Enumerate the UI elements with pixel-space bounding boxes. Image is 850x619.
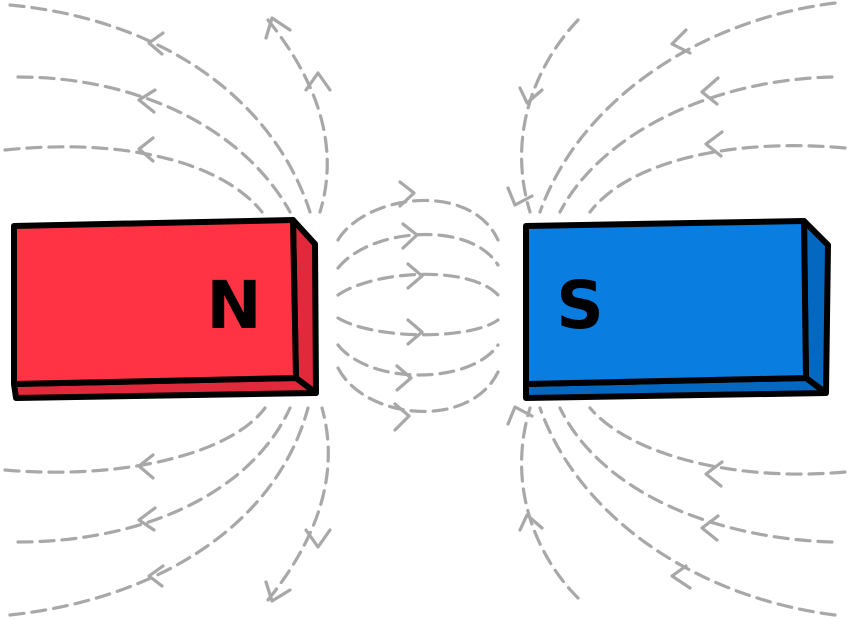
arrow-down-icon (518, 86, 544, 105)
south-magnet: S (523, 218, 831, 401)
center-field-lines (336, 198, 500, 413)
field-line (8, 406, 310, 617)
arrow-left-icon (700, 76, 720, 106)
field-line (8, 3, 312, 214)
arrow-up-icon (506, 405, 534, 426)
arrow-down-icon (506, 186, 534, 207)
field-line (588, 406, 847, 476)
field-line (558, 75, 834, 214)
field-line (16, 75, 292, 214)
arrow-right-icon (395, 364, 413, 392)
field-line (538, 406, 837, 617)
arrow-left-icon (704, 460, 724, 488)
south-outer-field-lines (520, 1, 847, 617)
arrow-left-icon (670, 28, 692, 55)
arrow-left-icon (704, 130, 724, 158)
arrow-right-icon (393, 402, 411, 432)
arrow-left-icon (670, 564, 692, 590)
south-magnet-face (523, 218, 809, 387)
center-field-line (336, 198, 500, 242)
north-magnet: N (11, 217, 319, 401)
arrow-left-icon (137, 506, 157, 532)
center-field-line (336, 366, 500, 413)
arrow-left-icon (137, 136, 155, 163)
arrow-right-icon (406, 318, 424, 346)
arrow-left-icon (700, 514, 720, 542)
arrow-left-icon (147, 31, 165, 56)
center-field-line (336, 232, 500, 270)
arrow-left-icon (137, 453, 155, 480)
north-pole-label: N (206, 267, 261, 344)
field-line (558, 406, 834, 544)
north-outer-arrow-heads (137, 16, 332, 603)
arrow-down-icon (304, 528, 332, 549)
field-line (3, 406, 267, 474)
south-outer-arrow-heads (506, 28, 724, 590)
field-line (520, 406, 580, 600)
south-pole-label: S (556, 267, 604, 344)
field-line (266, 18, 329, 214)
field-line (588, 144, 847, 214)
arrow-right-icon (406, 262, 424, 290)
field-line (520, 18, 580, 214)
arrow-left-icon (147, 564, 165, 588)
center-arrow-heads (393, 180, 424, 432)
north-magnet-face (11, 217, 299, 387)
north-outer-field-lines (3, 3, 330, 617)
arrow-up-icon (264, 16, 292, 40)
field-line (538, 1, 837, 214)
arrow-down-icon (264, 580, 292, 603)
arrow-up-icon (304, 71, 332, 92)
field-line (16, 406, 292, 544)
field-line (3, 145, 264, 214)
field-line (266, 406, 330, 602)
arrow-up-icon (518, 513, 544, 532)
arrow-left-icon (137, 88, 157, 114)
arrow-right-icon (401, 222, 419, 250)
center-field-line (336, 343, 500, 377)
center-field-line (336, 316, 500, 337)
arrow-right-icon (398, 180, 416, 208)
